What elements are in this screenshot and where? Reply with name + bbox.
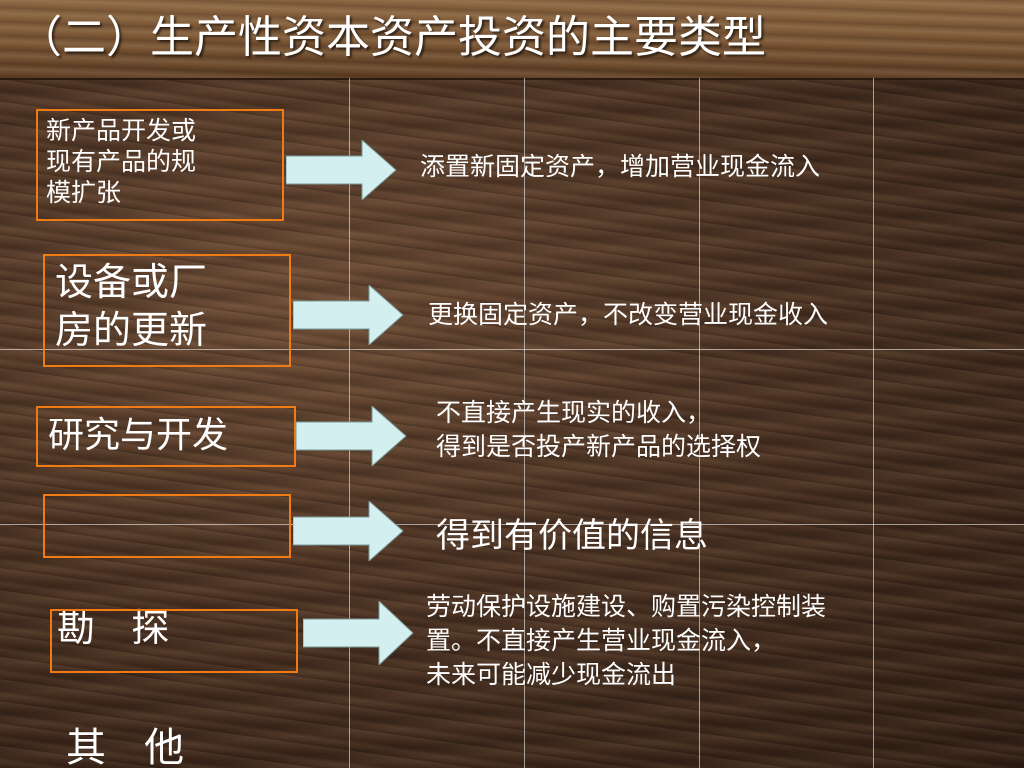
category-line: 勘 探	[57, 606, 170, 650]
grid-line	[524, 78, 525, 768]
description-equipment-renewal: 更换固定资产，不改变营业现金收入	[428, 298, 828, 332]
slide-title: （二）生产性资本资产投资的主要类型	[18, 12, 766, 63]
category-line: 设备或厂	[55, 260, 208, 304]
category-box-equipment-renewal: 设备或厂 房的更新	[43, 254, 291, 367]
category-line: 新产品开发或	[46, 116, 197, 145]
description-line: 不直接产生现实的收入，	[436, 398, 712, 427]
description-line: 得到是否投产新产品的选择权	[436, 432, 762, 461]
grid-line	[699, 78, 700, 768]
right-arrow-icon	[293, 285, 404, 345]
description-line: 更换固定资产，不改变营业现金收入	[428, 300, 829, 329]
grid-line	[0, 524, 1024, 525]
category-box-product-expansion: 新产品开发或 现有产品的规 模扩张	[36, 109, 284, 221]
description-exploration: 得到有价值的信息	[436, 516, 708, 556]
category-box-research-development: 研究与开发	[36, 406, 296, 467]
description-other: 劳动保护设施建设、购置污染控制装 置。不直接产生营业现金流入， 未来可能减少现金…	[426, 590, 826, 692]
right-arrow-icon	[303, 601, 414, 665]
category-line: 研究与开发	[48, 415, 229, 456]
category-box-other: 其 他	[50, 609, 298, 768]
description-product-expansion: 添置新固定资产，增加营业现金流入	[420, 150, 820, 184]
description-line: 未来可能减少现金流出	[426, 660, 677, 689]
description-line: 添置新固定资产，增加营业现金流入	[420, 152, 821, 181]
category-line: 现有产品的规	[46, 147, 197, 176]
category-line: 模扩张	[46, 178, 122, 207]
grid-line	[873, 78, 874, 768]
description-line: 得到有价值的信息	[436, 516, 708, 556]
description-research-development: 不直接产生现实的收入， 得到是否投产新产品的选择权	[436, 396, 761, 464]
right-arrow-icon	[286, 140, 397, 200]
description-line: 劳动保护设施建设、购置污染控制装	[426, 592, 827, 621]
category-box-exploration: 勘 探	[43, 494, 291, 650]
grid-line	[0, 349, 1024, 350]
right-arrow-icon	[293, 501, 404, 561]
description-line: 置。不直接产生营业现金流入，	[426, 626, 777, 655]
right-arrow-icon	[296, 406, 407, 466]
category-line: 房的更新	[55, 308, 208, 352]
category-line: 其 他	[66, 725, 185, 768]
title-band: （二）生产性资本资产投资的主要类型	[0, 0, 1024, 80]
